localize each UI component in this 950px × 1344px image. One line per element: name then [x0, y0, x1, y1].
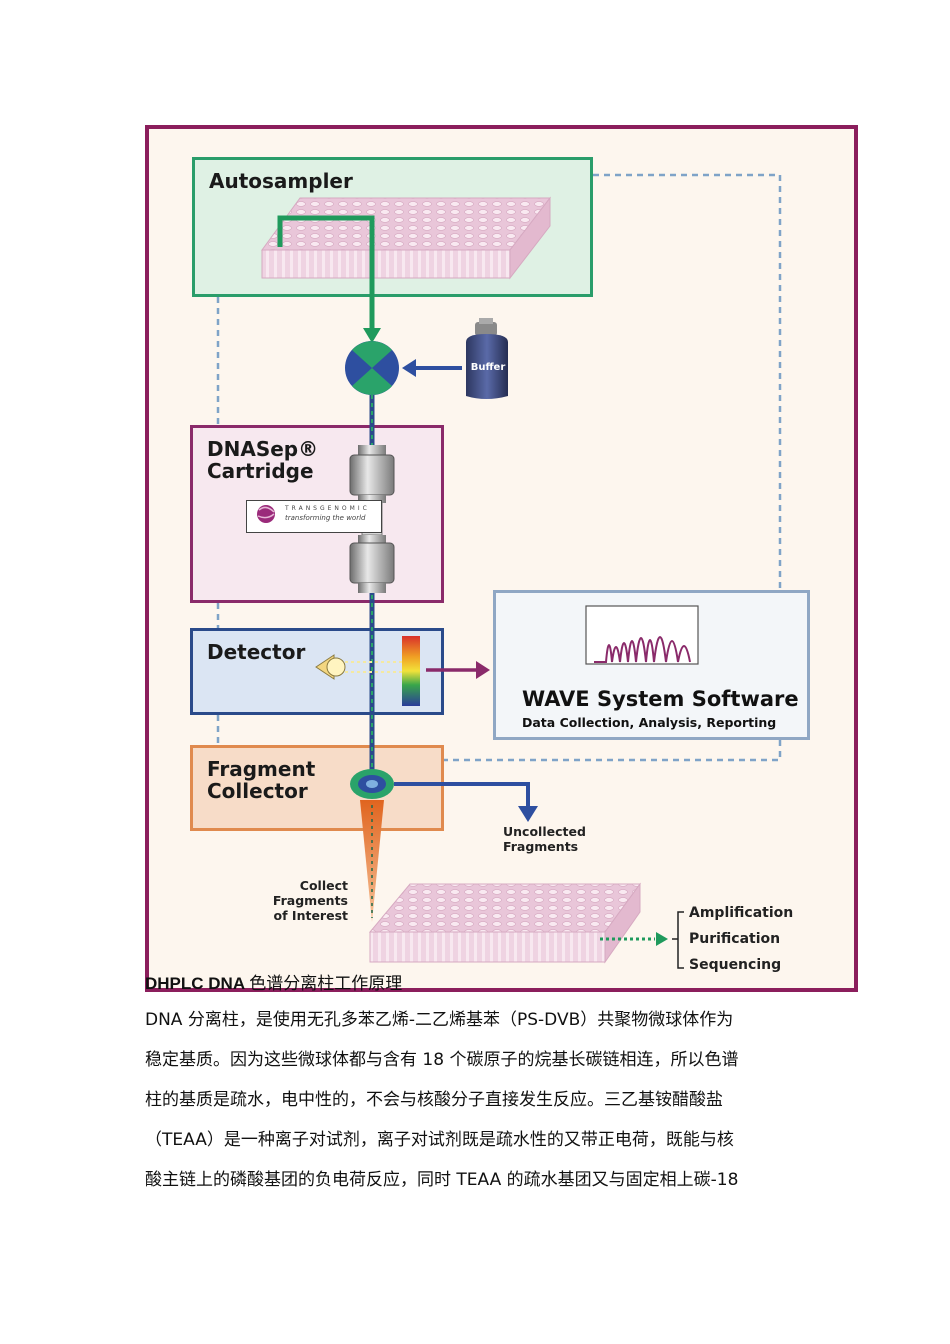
paragraph-line: 酸主链上的磷酸基团的负电荷反应，同时 TEAA 的疏水基团又与固定相上碳-18	[145, 1170, 739, 1190]
output-amplification: Amplification	[689, 905, 794, 921]
autosampler-label: Autosampler	[209, 169, 353, 193]
buffer-label: Buffer	[470, 362, 506, 373]
output-purification: Purification	[689, 931, 781, 947]
paragraph-line: 柱的基质是疏水，电中性的，不会与核酸分子直接发生反应。三乙基铵醋酸盐	[145, 1090, 723, 1110]
caption-text: 色谱分离柱工作原理	[249, 974, 403, 994]
paragraph-line: （TEAA）是一种离子对试剂，离子对试剂既是疏水性的又带正电荷，既能与核	[145, 1130, 734, 1150]
chromatogram-icon	[585, 605, 699, 665]
uncollected-label: Uncollected Fragments	[503, 824, 586, 854]
injection-valve-icon	[345, 341, 399, 395]
detector-label: Detector	[207, 640, 306, 664]
collector-box: Fragment Collector	[190, 745, 444, 831]
collector-label: Fragment Collector	[207, 757, 316, 803]
paragraph-line: 稳定基质。因为这些微球体都与含有 18 个碳原子的烷基长碳链相连，所以色谱	[145, 1050, 739, 1070]
software-subtitle: Data Collection, Analysis, Reporting	[522, 715, 777, 730]
spectrum-bar	[402, 636, 420, 706]
brand-text: TRANSGENOMIC	[285, 505, 370, 512]
cartridge-label: DNASep® Cartridge	[207, 437, 319, 483]
collect-label: Collect Fragments of Interest	[272, 878, 348, 923]
paragraph-line: DNA 分离柱，是使用无孔多苯乙烯-二乙烯基苯（PS-DVB）共聚物微球体作为	[145, 1010, 734, 1030]
collection-plate	[368, 882, 641, 964]
detector-lamp-icon	[315, 654, 402, 680]
figure-caption: DHPLC DNA 色谱分离柱工作原理	[145, 969, 402, 994]
brand-tagline: transforming the world	[285, 514, 366, 522]
buffer-bottle-icon	[466, 318, 508, 399]
sample-plate-top	[261, 196, 552, 280]
collector-valve-icon	[350, 769, 394, 799]
caption-bold: DHPLC DNA	[145, 974, 250, 993]
software-title: WAVE System Software	[522, 687, 799, 711]
output-sequencing: Sequencing	[689, 957, 782, 973]
